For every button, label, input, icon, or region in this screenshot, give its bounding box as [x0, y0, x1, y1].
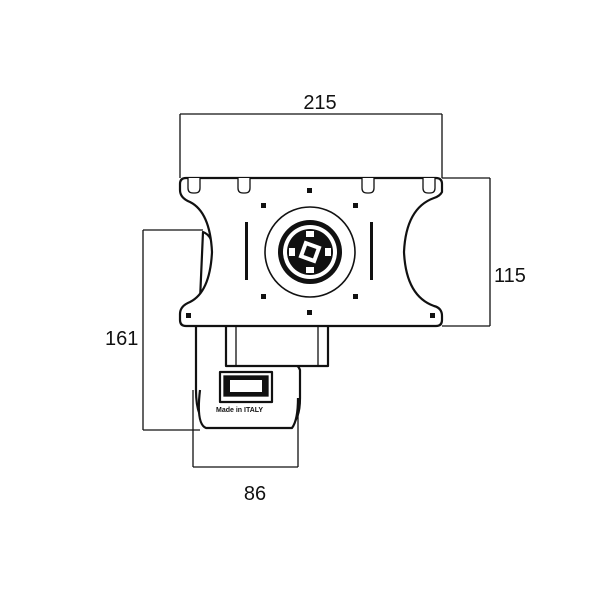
- top-slots: [187, 178, 436, 194]
- mounting-holes: [186, 188, 435, 318]
- dimension-width-bottom: 86: [192, 390, 299, 505]
- dimension-height-left: 161: [105, 229, 203, 431]
- made-in-italy-stamp: Made in ITALY: [216, 407, 263, 414]
- stamp-label: Made in ITALY: [216, 407, 263, 414]
- dimension-width-top: 215: [179, 92, 443, 178]
- dimension-label-86: 86: [244, 483, 266, 505]
- side-slots: [245, 222, 373, 280]
- bracket-body: [194, 230, 330, 430]
- dimension-label-215: 215: [303, 92, 336, 114]
- dimension-label-115: 115: [494, 265, 526, 287]
- dimension-height-right: 115: [442, 177, 526, 327]
- dimension-label-161: 161: [105, 328, 138, 350]
- vesa-plate: [178, 176, 444, 328]
- rotation-disc: [264, 206, 356, 298]
